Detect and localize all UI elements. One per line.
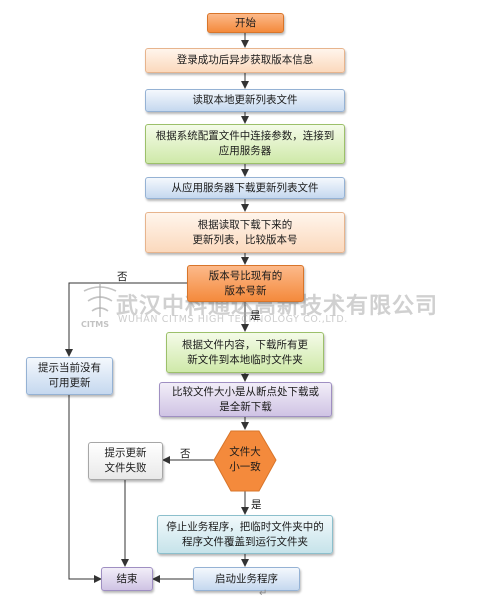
node-stop-overwrite: 停止业务程序，把临时文件夹中的 程序文件覆盖到运行文件夹 bbox=[157, 515, 333, 554]
watermark-logo-text: CITMS bbox=[81, 320, 110, 329]
node-read-local: 读取本地更新列表文件 bbox=[145, 89, 345, 112]
node-restart: 启动业务程序 bbox=[193, 567, 300, 591]
node-fail-label: 提示更新 文件失败 bbox=[104, 447, 147, 474]
node-no-update: 提示当前没有 可用更新 bbox=[26, 357, 113, 395]
node-size-match: 文件大 小一致 bbox=[216, 439, 274, 481]
node-no-update-label: 提示当前没有 可用更新 bbox=[38, 362, 101, 389]
node-size-check: 比较文件大小是从断点处下载或 是全新下载 bbox=[159, 382, 332, 417]
node-login-label: 登录成功后异步获取版本信息 bbox=[176, 54, 314, 66]
arrow-no-update-to-end bbox=[68, 395, 102, 583]
node-restart-label: 启动业务程序 bbox=[215, 572, 278, 585]
node-login: 登录成功后异步获取版本信息 bbox=[145, 48, 345, 73]
edge-label-newer-no: 否 bbox=[117, 271, 128, 283]
node-stop-overwrite-label: 停止业务程序，把临时文件夹中的 程序文件覆盖到运行文件夹 bbox=[166, 520, 324, 548]
watermark-logo-icon bbox=[83, 283, 117, 317]
node-size-check-label: 比较文件大小是从断点处下载或 是全新下载 bbox=[172, 385, 319, 413]
node-size-match-label: 文件大 小一致 bbox=[229, 446, 261, 473]
node-compare-label: 根据读取下载下来的 更新列表，比较版本号 bbox=[192, 218, 298, 246]
node-end: 结束 bbox=[101, 567, 153, 591]
decision-size-match-shape bbox=[213, 430, 277, 492]
node-start: 开始 bbox=[207, 13, 284, 33]
edge-label-size-no: 否 bbox=[180, 448, 191, 460]
node-connect-label: 根据系统配置文件中连接参数，连接到 应用服务器 bbox=[155, 130, 335, 157]
node-read-local-label: 读取本地更新列表文件 bbox=[192, 94, 298, 106]
node-end-label: 结束 bbox=[116, 572, 138, 585]
paragraph-return-mark: ↵ bbox=[259, 588, 268, 599]
watermark-company-en: WUHAN CITMS HIGH TECHNOLOGY CO.,LTD. bbox=[118, 314, 348, 325]
edge-label-size-yes: 是 bbox=[251, 499, 262, 511]
node-is-newer: 版本号比现有的 版本号新 bbox=[187, 265, 304, 302]
node-download-files: 根据文件内容，下载所有更 新文件到本地临时文件夹 bbox=[166, 332, 324, 373]
arrow-newer-no bbox=[65, 282, 187, 357]
node-compare: 根据读取下载下来的 更新列表，比较版本号 bbox=[145, 212, 345, 253]
node-connect: 根据系统配置文件中连接参数，连接到 应用服务器 bbox=[145, 124, 345, 164]
node-fail: 提示更新 文件失败 bbox=[88, 442, 163, 480]
node-download-list: 从应用服务器下载更新列表文件 bbox=[145, 177, 345, 199]
edge-label-newer-yes: 是 bbox=[250, 310, 261, 322]
node-is-newer-label: 版本号比现有的 版本号新 bbox=[208, 269, 283, 297]
node-start-label: 开始 bbox=[235, 16, 256, 29]
node-download-files-label: 根据文件内容，下载所有更 新文件到本地临时文件夹 bbox=[182, 338, 308, 366]
node-download-list-label: 从应用服务器下载更新列表文件 bbox=[171, 181, 319, 194]
